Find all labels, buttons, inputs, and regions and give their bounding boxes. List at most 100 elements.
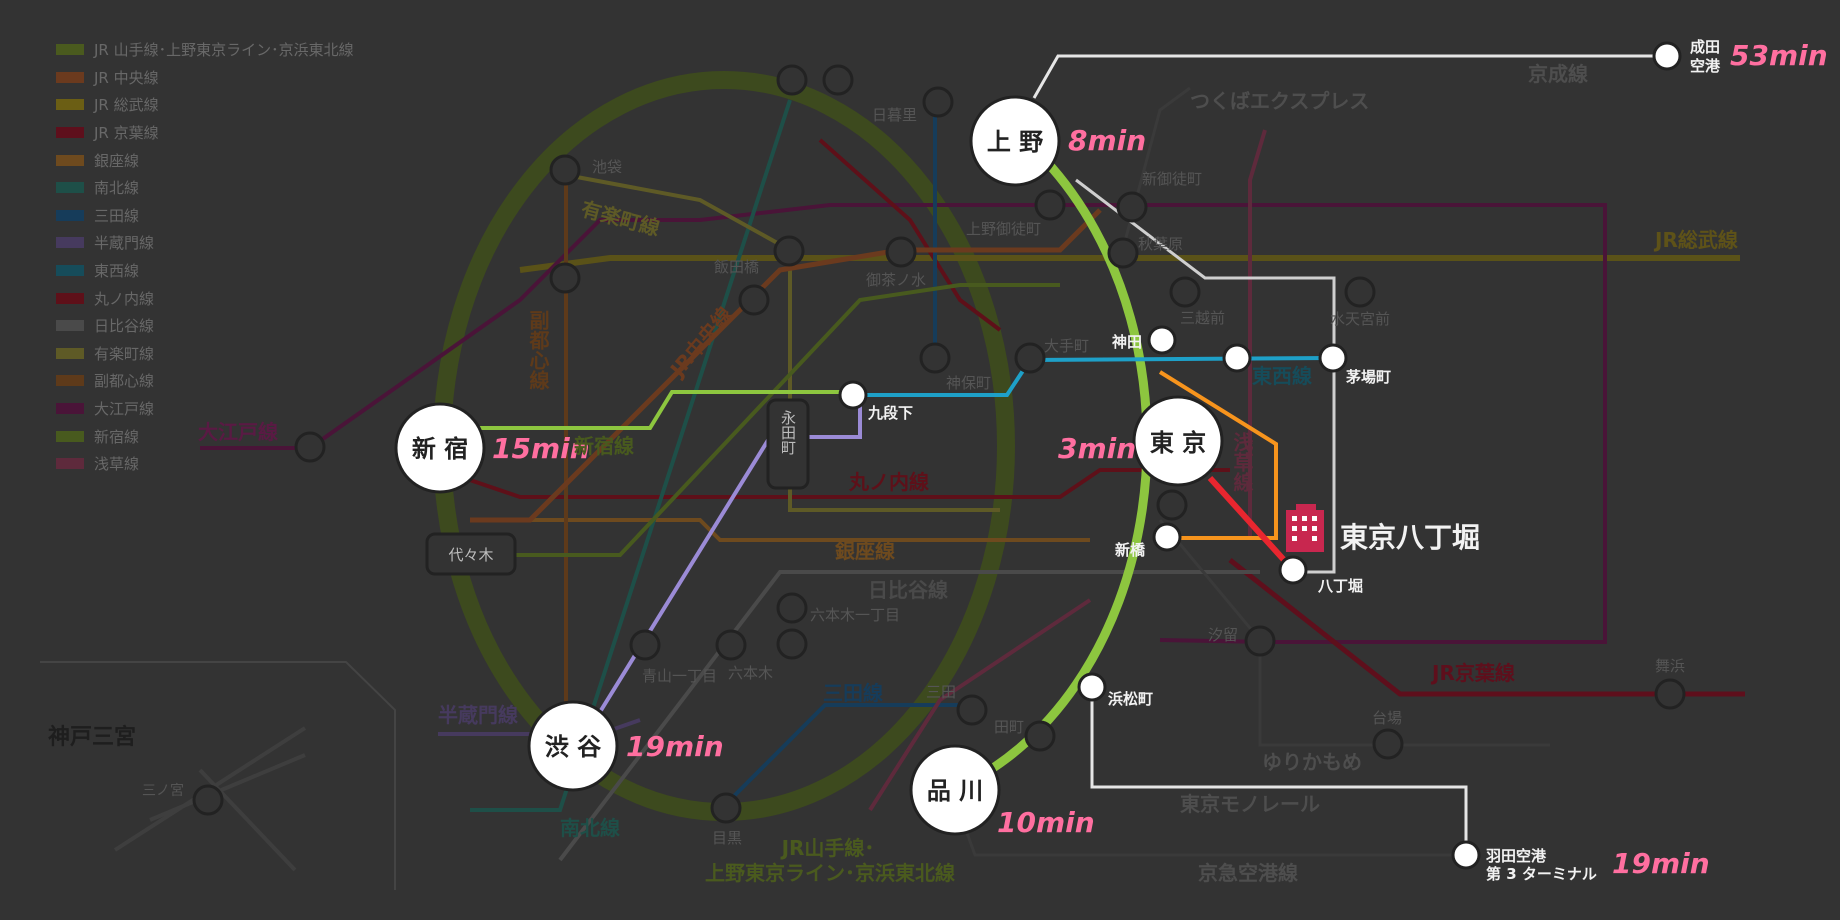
station-node (1107, 237, 1139, 269)
legend-label: 日比谷線 (94, 317, 155, 336)
legend-swatch (56, 127, 84, 139)
legend-label: 半蔵門線 (94, 234, 155, 253)
station-label-akihabara: 秋葉原 (1138, 235, 1183, 253)
legend-label: 南北線 (94, 179, 140, 198)
station-label-ikebukuro: 池袋 (592, 158, 622, 176)
station-node (922, 86, 954, 118)
inset-line (198, 768, 297, 872)
station-node-kudanshita (838, 380, 868, 410)
legend-label: 丸ノ内線 (94, 289, 155, 308)
hibiya-route (1075, 178, 1336, 574)
station-node (1244, 625, 1276, 657)
building-windows (1292, 516, 1317, 541)
legend-label: JR 中央線 (94, 68, 159, 87)
hub-time-tokyo: 3min (1058, 432, 1136, 465)
box-station-labels: 代々木 永田町 (448, 410, 797, 564)
station-label-yoyogi: 代々木 (448, 546, 493, 564)
line-label-shinjuku: 新宿線 (574, 434, 634, 458)
station-label-hatchobori: 八丁堀 (1317, 577, 1363, 595)
station-node (1169, 276, 1201, 308)
station-label-hamamatsucho: 浜松町 (1108, 690, 1153, 708)
station-node-haneda (1451, 840, 1481, 870)
station-label-suitengumae: 水天宮前 (1330, 310, 1390, 328)
legend-swatch (56, 320, 84, 332)
line-label-tx: つくばエクスプレス (1190, 89, 1369, 113)
asakusa-line-dim (1248, 129, 1267, 540)
legend-swatch (56, 237, 84, 249)
line-label-hibiya: 日比谷線 (868, 578, 948, 602)
line-label-oedo: 大江戸線 (198, 420, 278, 444)
line-label-tozai: 東西線 (1252, 364, 1312, 388)
legend-label: JR 総武線 (94, 96, 159, 115)
line-label-yurakucho: 有楽町線 (579, 197, 662, 241)
kobe-inset: 神戸三宮 三ノ宮 (40, 661, 396, 890)
legend-item: 新宿線 (56, 422, 354, 450)
legend-item: 半蔵門線 (56, 229, 354, 257)
station-node (919, 342, 951, 374)
station-label-ochanomizu: 御茶ノ水 (866, 271, 926, 289)
keiyo-line-dim (1228, 558, 1745, 697)
legend-item: 日比谷線 (56, 312, 354, 340)
station-label-nippori: 日暮里 (872, 106, 917, 124)
station-label-otemachi: 大手町 (1044, 337, 1089, 355)
legend-swatch (56, 403, 84, 415)
destination-name: 東京八丁堀 (1340, 521, 1480, 554)
station-node (710, 792, 742, 824)
legend-swatch (56, 154, 84, 166)
legend-label: 新宿線 (94, 427, 140, 446)
line-label-keikyu: 京急空港線 (1198, 861, 1298, 885)
sobu-line (519, 255, 1740, 273)
legend-swatch (56, 99, 84, 111)
station-label-aoyama-itchome: 青山一丁目 (642, 667, 717, 685)
yoyogi-box (425, 532, 517, 576)
station-label-uenookachimachi: 上野御徒町 (966, 220, 1041, 238)
nagatacho-box (766, 398, 810, 490)
legend-item: 東西線 (56, 257, 354, 285)
station-node (1116, 191, 1148, 223)
legend-swatch (56, 44, 84, 56)
oedo-line (200, 203, 1607, 644)
legend-label: JR 山手線･上野東京ライン･京浜東北線 (94, 41, 354, 60)
legend-label: 浅草線 (94, 455, 140, 474)
legend-item: 南北線 (56, 174, 354, 202)
line-labels: 京成線 つくばエクスプレス JR総武線 有楽町線 副都心線 JR中央線 大江戸線… (198, 62, 1738, 885)
shinjuku-route (475, 390, 855, 430)
office-building-icon (1286, 504, 1324, 552)
narita-route (1032, 54, 1668, 99)
line-label-jr-sobu: JR総武線 (1653, 228, 1738, 252)
hub-time-ueno: 8min (1068, 124, 1146, 157)
airport-haneda-line1: 羽田空港 (1486, 847, 1547, 865)
station-node (1156, 489, 1188, 521)
legend-label: 大江戸線 (94, 400, 155, 419)
asakusa-route (1158, 370, 1278, 540)
station-label-sannomiya: 三ノ宮 (142, 783, 184, 799)
legend-swatch (56, 458, 84, 470)
line-label-yurikamome: ゆりかもめ (1262, 750, 1362, 774)
legend-label: 副都心線 (94, 372, 155, 391)
legend-item: 有楽町線 (56, 340, 354, 368)
ginza-line (475, 518, 1090, 542)
legend-item: JR 京葉線 (56, 119, 354, 147)
hub-stations (394, 95, 1224, 836)
inset-line (149, 753, 306, 822)
line-label-yamanote-2: 上野東京ライン･京浜東北線 (705, 861, 955, 885)
legend-swatch (56, 347, 84, 359)
station-node-kayabacho (1318, 343, 1348, 373)
line-label-monorail: 東京モノレール (1180, 792, 1320, 816)
station-label-daiba: 台場 (1372, 709, 1402, 727)
legend-item: 丸ノ内線 (56, 284, 354, 312)
station-node (549, 154, 581, 186)
station-label-kudanshita: 九段下 (867, 404, 913, 422)
hub-shinjuku (394, 402, 486, 494)
station-node (1222, 343, 1252, 373)
station-label-roppongi: 六本木 (728, 664, 773, 682)
station-label-jimbocho: 神保町 (946, 374, 991, 392)
shinjuku-line-dim (475, 283, 1060, 557)
station-node (1344, 276, 1376, 308)
hub-shinagawa (909, 744, 1001, 836)
legend-item: 銀座線 (56, 146, 354, 174)
station-node (776, 628, 808, 660)
keiyo-route (1207, 475, 1296, 573)
hub-time-shinjuku: 15min (492, 432, 590, 465)
line-label-fukutoshin: 副都心線 (526, 310, 550, 390)
